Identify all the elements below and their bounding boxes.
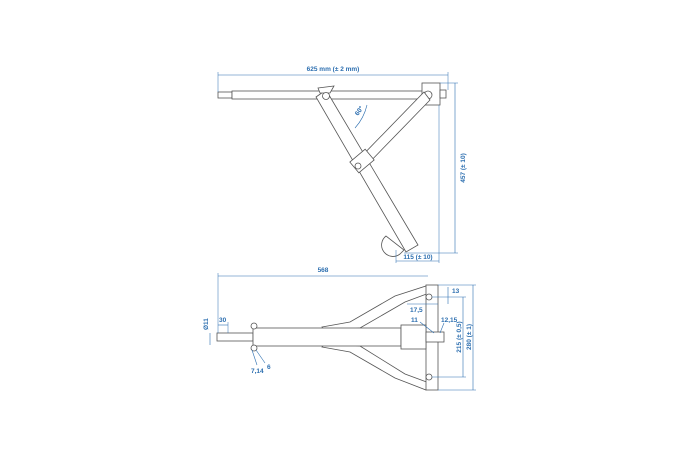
tube bbox=[252, 327, 402, 347]
diameter-label: Ø11 bbox=[203, 318, 210, 330]
width-label: 625 mm (± 2 mm) bbox=[307, 66, 360, 73]
pin2-label: 12,15 bbox=[441, 317, 458, 324]
bolt2-label: 6 bbox=[267, 364, 271, 371]
hinge-pin bbox=[354, 162, 362, 170]
top-width-label: 280 (± 1) bbox=[466, 324, 473, 350]
hole-spacing-label: 215 (± 0,5) bbox=[456, 321, 463, 352]
rod-tip bbox=[217, 91, 233, 99]
top-view: 568 13 17,5 11 12,15 215 (± 0,5) 280 (± … bbox=[203, 267, 476, 391]
hole-label: 13 bbox=[452, 288, 460, 295]
rod-end bbox=[216, 332, 254, 342]
offset-label: 115 (± 10) bbox=[403, 254, 432, 261]
leg-pivot bbox=[322, 92, 330, 100]
bolt-label: 7,14 bbox=[251, 368, 264, 375]
edge-label: 17,5 bbox=[410, 307, 423, 314]
end-label: 30 bbox=[219, 317, 227, 324]
height-label: 457 (± 10) bbox=[460, 153, 467, 183]
top-mount bbox=[317, 85, 335, 94]
block bbox=[400, 324, 427, 350]
pin-label: 11 bbox=[411, 317, 418, 324]
side-view: 625 mm (± 2 mm) 60° 457 (± 10) 115 (± 10… bbox=[217, 66, 467, 263]
bolt-top bbox=[250, 322, 258, 330]
angle-arc bbox=[354, 104, 368, 129]
hole-bottom bbox=[425, 373, 433, 381]
hole-top bbox=[425, 293, 433, 301]
pin-end bbox=[425, 331, 445, 343]
length-label: 568 bbox=[318, 267, 329, 274]
bolt-bottom bbox=[250, 344, 258, 352]
foot-pad bbox=[381, 235, 405, 257]
bracket-nut bbox=[439, 89, 447, 99]
lower-arm bbox=[321, 342, 433, 391]
